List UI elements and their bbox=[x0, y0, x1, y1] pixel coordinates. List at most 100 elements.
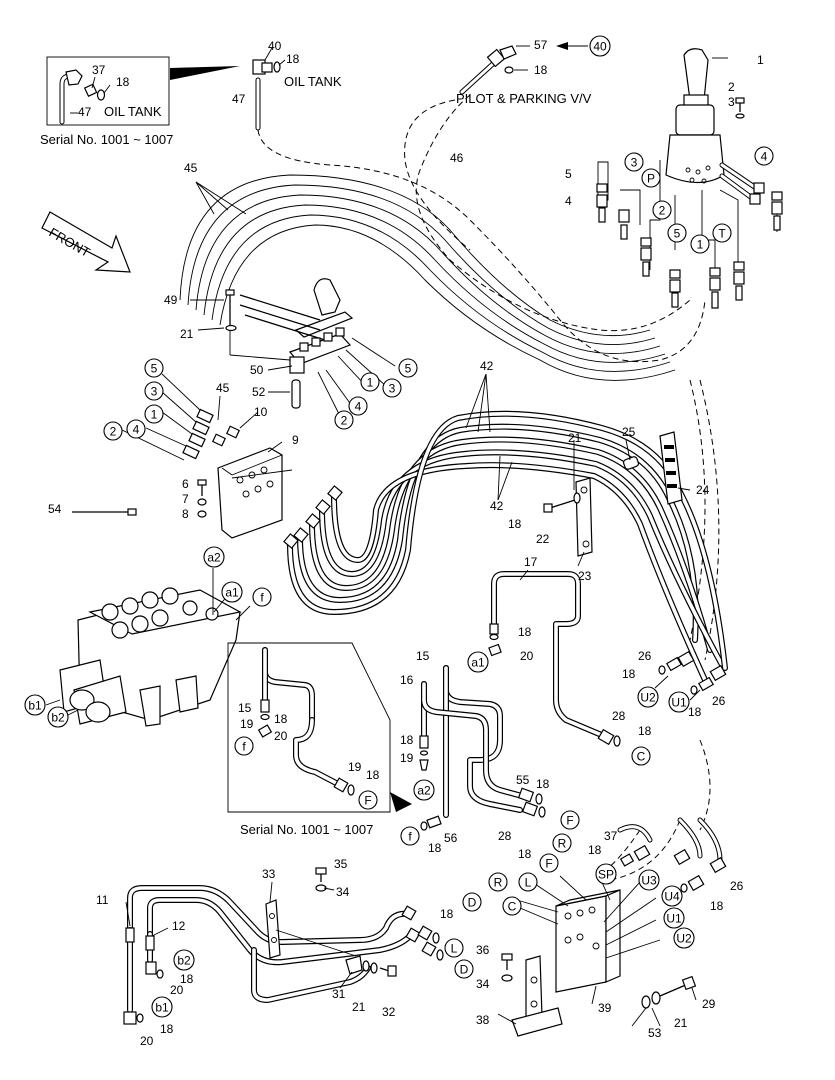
circled-ref-cR: R bbox=[552, 833, 572, 853]
part-number-p19b: 19 bbox=[348, 760, 362, 774]
part-number-p18r: 18 bbox=[160, 1022, 174, 1036]
circled-ref-text: U2 bbox=[676, 932, 692, 946]
circled-ref-text: 3 bbox=[631, 156, 638, 170]
circled-ref-cC2: C bbox=[502, 896, 522, 916]
label-leader-lines bbox=[121, 57, 728, 1027]
circled-ref-text: D bbox=[468, 896, 477, 910]
circled-ref-ring bbox=[398, 358, 418, 378]
circled-ref-c4b: 4 bbox=[348, 396, 368, 416]
circled-ref-ca1a: a1 bbox=[221, 581, 243, 603]
circled-ref-text: 4 bbox=[355, 400, 362, 414]
clamp-block bbox=[622, 431, 683, 505]
circled-ref-ring bbox=[400, 826, 420, 846]
circled-ref-ring bbox=[47, 706, 69, 728]
circled-ref-text: L bbox=[525, 876, 532, 890]
circled-ref-text: C bbox=[508, 900, 517, 914]
left-fitting-block bbox=[182, 408, 283, 539]
part-number-p32: 32 bbox=[382, 1005, 396, 1019]
circled-ref-ring bbox=[103, 421, 123, 441]
part-number-p18j: 18 bbox=[400, 733, 414, 747]
circled-ref-cU4: U4 bbox=[661, 885, 683, 907]
bracket-31 bbox=[345, 955, 397, 977]
circled-ref-ring bbox=[144, 404, 164, 424]
circled-ref-ring bbox=[638, 869, 660, 891]
circled-ref-text: U3 bbox=[641, 874, 657, 888]
circled-ref-text: R bbox=[494, 876, 503, 890]
serial-mid-label: Serial No. 1001 ~ 1007 bbox=[240, 822, 373, 837]
circled-ref-ring bbox=[668, 691, 690, 713]
circled-ref-text: 5 bbox=[151, 362, 158, 376]
part-number-p20d: 20 bbox=[140, 1034, 154, 1048]
circled-ref-c40: 40 bbox=[589, 35, 611, 57]
circled-ref-cL3: L bbox=[444, 938, 464, 958]
circled-ref-text: 4 bbox=[761, 150, 768, 164]
circled-ref-text: 1 bbox=[151, 408, 158, 422]
upper-bracket-assembly bbox=[225, 278, 354, 409]
circled-ref-ring bbox=[641, 168, 661, 188]
part-number-p8: 8 bbox=[182, 507, 189, 521]
circled-ref-ring bbox=[661, 885, 683, 907]
serpentine-pipe-bundle bbox=[283, 410, 728, 683]
part-number-p18p: 18 bbox=[440, 907, 454, 921]
lower-bracket-38 bbox=[501, 953, 563, 1037]
circled-ref-text: 40 bbox=[593, 40, 607, 54]
circled-ref-cU1a: U1 bbox=[668, 691, 690, 713]
circled-ref-text: U2 bbox=[640, 691, 656, 705]
valve-block bbox=[509, 875, 661, 993]
circled-ref-c3c: 3 bbox=[144, 381, 164, 401]
oil-tank-connection bbox=[252, 47, 286, 131]
circled-ref-cD3: D bbox=[454, 959, 474, 979]
circled-ref-ring bbox=[413, 779, 435, 801]
part-number-p18q: 18 bbox=[180, 972, 194, 986]
circled-ref-ring bbox=[595, 863, 617, 885]
part-number-p24: 24 bbox=[696, 483, 710, 497]
part-number-p1: 1 bbox=[757, 53, 764, 67]
circled-ref-cR2: R bbox=[488, 872, 508, 892]
part-number-p40: 40 bbox=[268, 39, 282, 53]
circled-ref-ring bbox=[673, 927, 695, 949]
inset-pointer-arrow bbox=[170, 66, 240, 80]
circled-ref-text: U1 bbox=[666, 912, 682, 926]
part-number-p11: 11 bbox=[96, 893, 109, 907]
part-number-p28b: 28 bbox=[498, 829, 512, 843]
circled-ref-text: U4 bbox=[664, 890, 680, 904]
part-number-p18k: 18 bbox=[536, 777, 550, 791]
circled-ref-ring bbox=[444, 938, 464, 958]
part-number-p35: 35 bbox=[334, 857, 348, 871]
circled-ref-ring bbox=[690, 234, 710, 254]
joystick-bolt bbox=[735, 97, 745, 119]
circled-ref-text: b2 bbox=[51, 711, 65, 725]
circled-ref-text: b2 bbox=[177, 954, 191, 968]
circled-ref-c3a: 3 bbox=[624, 152, 644, 172]
main-control-valve bbox=[45, 568, 251, 727]
part-number-p21a: 21 bbox=[180, 327, 194, 341]
circled-ref-cFb: F bbox=[560, 810, 580, 830]
part-number-p18f: 18 bbox=[366, 768, 380, 782]
circled-ref-ring bbox=[589, 35, 611, 57]
part-number-p18b: 18 bbox=[286, 52, 300, 66]
circled-ref-c1a: 1 bbox=[690, 234, 710, 254]
circled-ref-cb2a: b2 bbox=[47, 706, 69, 728]
inset-oil-tank-detail bbox=[46, 56, 170, 126]
part-number-p31: 31 bbox=[332, 987, 346, 1001]
circled-ref-c5c: 5 bbox=[144, 358, 164, 378]
circled-ref-text: L bbox=[451, 942, 458, 956]
circled-ref-text: F bbox=[364, 794, 371, 808]
circled-ref-ring bbox=[151, 996, 173, 1018]
circled-ref-text: f bbox=[242, 740, 246, 754]
part-number-p20b: 20 bbox=[274, 729, 288, 743]
circled-ref-cP: P bbox=[641, 168, 661, 188]
part-number-p50: 50 bbox=[250, 363, 264, 377]
circled-ref-ring bbox=[552, 833, 572, 853]
circled-ref-cU2b: U2 bbox=[673, 927, 695, 949]
circled-ref-ring bbox=[631, 746, 651, 766]
part-number-p18n: 18 bbox=[588, 843, 602, 857]
circled-ref-text: 3 bbox=[389, 382, 396, 396]
circled-ref-cD2: D bbox=[462, 892, 482, 912]
circled-ref-ring bbox=[173, 949, 195, 971]
circled-ref-text: T bbox=[718, 227, 726, 241]
circled-ref-ring bbox=[334, 410, 354, 430]
circled-ref-cb1b: b1 bbox=[151, 996, 173, 1018]
circled-ref-text: U1 bbox=[671, 696, 687, 710]
